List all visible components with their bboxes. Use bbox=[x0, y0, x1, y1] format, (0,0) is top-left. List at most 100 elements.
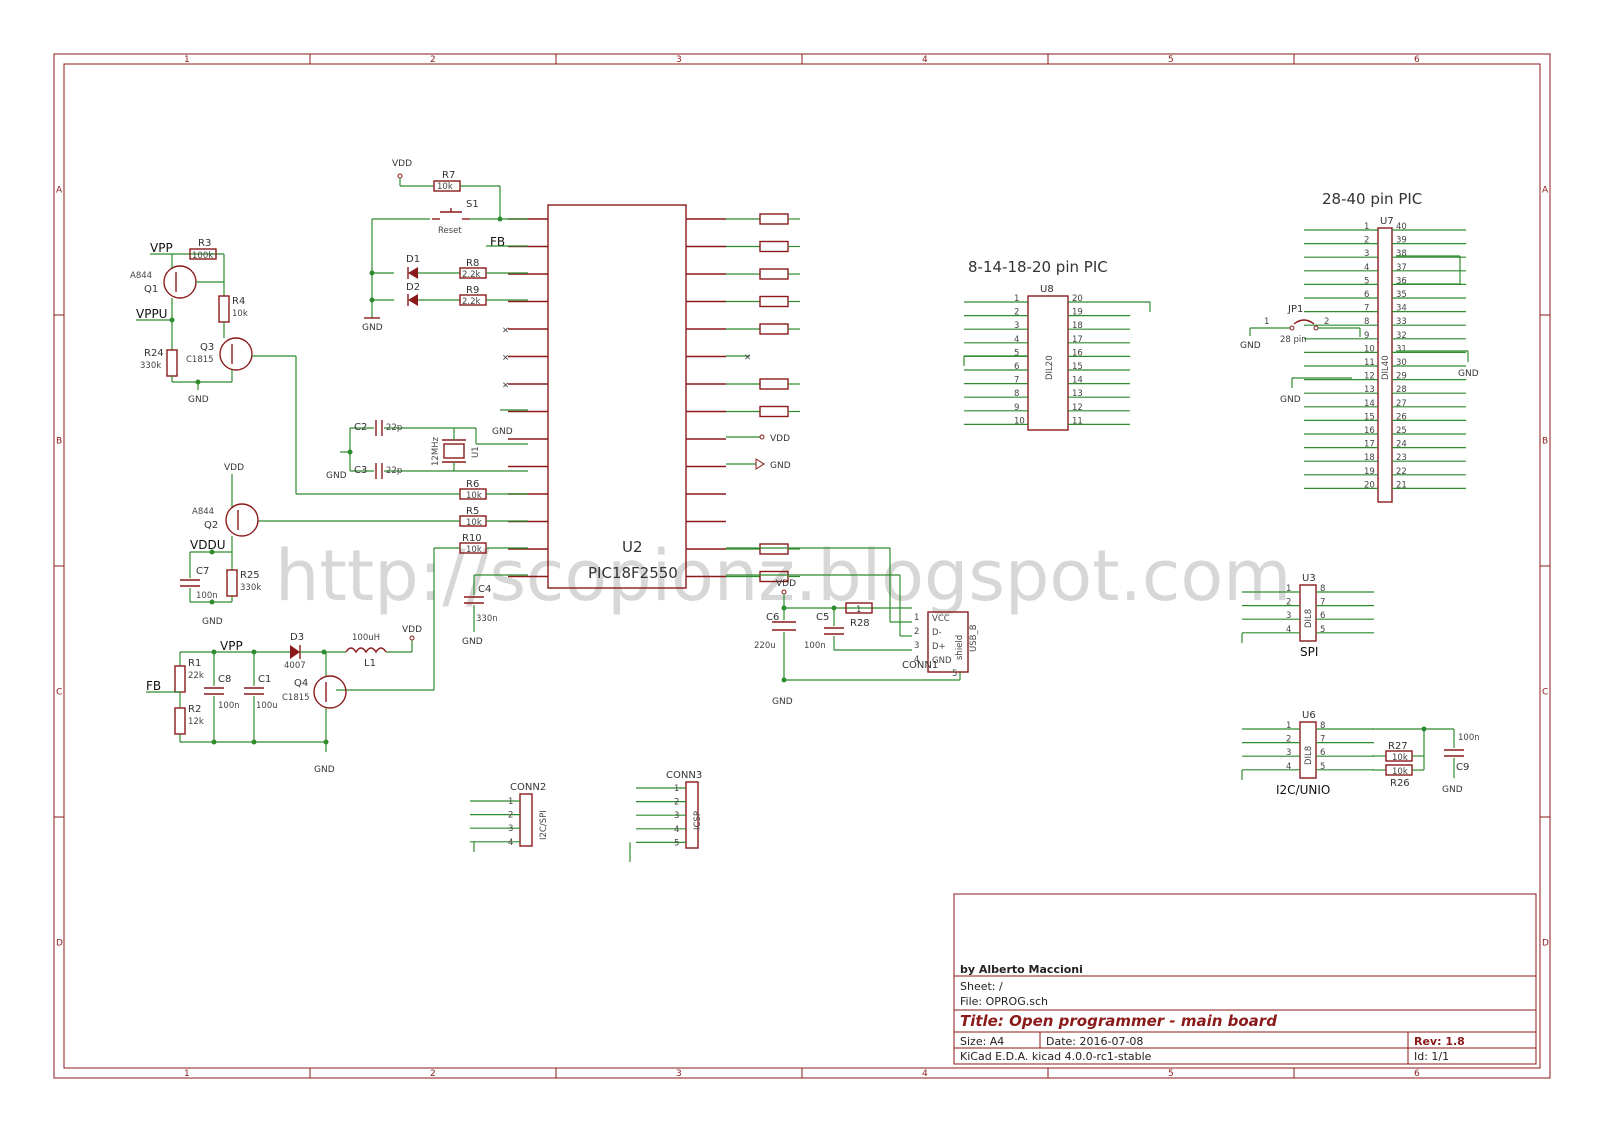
r7-value: 10k bbox=[437, 182, 453, 192]
u6-pin-4-num: 4 bbox=[1286, 762, 1291, 772]
vddu-label-q2: VDDU bbox=[190, 538, 225, 552]
u2-output-resistors bbox=[726, 213, 800, 583]
u6-pin-1-num: 1 bbox=[1286, 721, 1291, 731]
u7-pin-30-num: 30 bbox=[1396, 358, 1407, 368]
vss-gnd-label: GND bbox=[492, 427, 513, 437]
u7-pin-13-num: 13 bbox=[1364, 385, 1375, 395]
u8-pin-19-num: 19 bbox=[1072, 308, 1083, 318]
c9-ref: C9 bbox=[1456, 762, 1469, 773]
u8-pin-3-num: 3 bbox=[1014, 321, 1019, 331]
tb-file: File: OPROG.sch bbox=[960, 995, 1048, 1008]
frame-col-bottom-4: 4 bbox=[922, 1069, 928, 1079]
u8-pin-5-num: 5 bbox=[1014, 348, 1019, 358]
u7-pin-12-num: 12 bbox=[1364, 372, 1375, 382]
r5-ref: R5 bbox=[466, 506, 479, 517]
c7-ref: C7 bbox=[196, 566, 209, 577]
u7-pin-7-num: 7 bbox=[1364, 304, 1369, 314]
tb-sheet: Sheet: / bbox=[960, 980, 1003, 993]
svg-text:1: 1 bbox=[1264, 317, 1269, 327]
led-gnd-label: GND bbox=[362, 323, 383, 333]
u8-pin-1-num: 1 bbox=[1014, 294, 1019, 304]
r28-value: 1 bbox=[856, 605, 861, 615]
usb-pin-vcc: VCC bbox=[932, 614, 950, 624]
c6-ref: C6 bbox=[766, 612, 779, 623]
osc-gnd-label: GND bbox=[326, 471, 347, 481]
conn2-pin-1-num: 1 bbox=[508, 797, 513, 807]
q1-ref: Q1 bbox=[144, 284, 158, 295]
reset-circuit: VDD R7 10k S1 Reset bbox=[371, 159, 528, 318]
u8-pin-16-num: 16 bbox=[1072, 348, 1083, 358]
frame-col-top-1: 1 bbox=[184, 55, 190, 65]
u8-pin-18-num: 18 bbox=[1072, 321, 1083, 331]
boost-vdd-label: VDD bbox=[402, 625, 422, 635]
u8-pin-6-num: 6 bbox=[1014, 362, 1019, 372]
c5-value: 100n bbox=[804, 641, 826, 651]
u7-pin-15-num: 15 bbox=[1364, 412, 1375, 422]
vppu-label-q1: VPPU bbox=[136, 307, 167, 321]
frame-row-left-A: A bbox=[56, 186, 63, 196]
r10-ref: R10 bbox=[462, 533, 482, 544]
xtal-value: 12MHz bbox=[431, 436, 441, 466]
c1-ref: C1 bbox=[258, 674, 271, 685]
u7-pin-34-num: 34 bbox=[1396, 304, 1407, 314]
svg-text:4: 4 bbox=[914, 655, 919, 665]
u7-pin-35-num: 35 bbox=[1396, 290, 1407, 300]
u3-ref: U3 bbox=[1302, 573, 1316, 584]
q2-vdd-label: VDD bbox=[224, 463, 244, 473]
c9-gnd-label: GND bbox=[1442, 785, 1463, 795]
u6-pin-2-num: 2 bbox=[1286, 735, 1291, 745]
s1-value: Reset bbox=[438, 226, 462, 236]
q2-ref: Q2 bbox=[204, 520, 218, 531]
u6-pin-3-num: 3 bbox=[1286, 748, 1291, 758]
usb-vdd-label: VDD bbox=[776, 579, 796, 589]
r7-ref: R7 bbox=[442, 170, 455, 181]
tb-date: Date: 2016-07-08 bbox=[1046, 1035, 1143, 1048]
u3-type: DIL8 bbox=[1304, 609, 1314, 628]
u3-pin-7-num: 7 bbox=[1320, 598, 1325, 608]
d2-ref: D2 bbox=[406, 282, 420, 293]
fb-label-boost: FB bbox=[146, 679, 161, 693]
r28-ref: R28 bbox=[850, 618, 870, 629]
u7-pin-31-num: 31 bbox=[1396, 344, 1407, 354]
conn2-pin-3-num: 3 bbox=[508, 824, 513, 834]
usb-pin-gnd: GND bbox=[932, 656, 952, 666]
u7-pin-9-num: 9 bbox=[1364, 331, 1369, 341]
r26-value: 10k bbox=[1392, 767, 1408, 777]
frame-row-right-D: D bbox=[1542, 939, 1549, 949]
heading-8-20-pin: 8-14-18-20 pin PIC bbox=[968, 258, 1108, 276]
r27-ref: R27 bbox=[1388, 741, 1408, 752]
u3-pin-2-num: 2 bbox=[1286, 598, 1291, 608]
u3-pin-1-num: 1 bbox=[1286, 584, 1291, 594]
u1-ref: U1 bbox=[471, 446, 481, 458]
r5-value: 10k bbox=[466, 518, 482, 528]
frame-col-bottom-1: 1 bbox=[184, 1069, 190, 1079]
conn3-pin-5-num: 5 bbox=[674, 838, 679, 848]
r26-ref: R26 bbox=[1390, 778, 1410, 789]
u8-pin-15-num: 15 bbox=[1072, 362, 1083, 372]
c2-ref: C2 bbox=[354, 422, 367, 433]
r6-ref: R6 bbox=[466, 479, 479, 490]
r27-value: 10k bbox=[1392, 753, 1408, 763]
conn3-pin-4-num: 4 bbox=[674, 825, 679, 835]
frame-col-bottom-6: 6 bbox=[1414, 1069, 1420, 1079]
u6-pin-7-num: 7 bbox=[1320, 735, 1325, 745]
vpp-switch-q1-q3: VPP R3 100k A844 Q1 R4 10k VPPU R24 330k… bbox=[130, 238, 297, 494]
u7-pin-24-num: 24 bbox=[1396, 440, 1407, 450]
conn3-ref: CONN3 bbox=[666, 770, 702, 781]
svg-text:✕: ✕ bbox=[744, 353, 751, 363]
r3-ref: R3 bbox=[198, 238, 211, 249]
r4-ref: R4 bbox=[232, 296, 245, 307]
r24-value: 330k bbox=[140, 361, 161, 371]
q3-value: C1815 bbox=[186, 355, 214, 365]
c1-value: 100u bbox=[256, 701, 278, 711]
u3-pin-8-num: 8 bbox=[1320, 584, 1325, 594]
jp1-ref: JP1 bbox=[1287, 304, 1303, 315]
heading-spi: SPI bbox=[1300, 645, 1318, 659]
conn3-type: ICSP bbox=[693, 811, 703, 830]
usb-shield-label: shield bbox=[955, 635, 965, 660]
u7-pin-3-num: 3 bbox=[1364, 249, 1369, 259]
frame-col-top-3: 3 bbox=[676, 55, 682, 65]
r25-ref: R25 bbox=[240, 570, 260, 581]
frame-col-top-2: 2 bbox=[430, 55, 436, 65]
